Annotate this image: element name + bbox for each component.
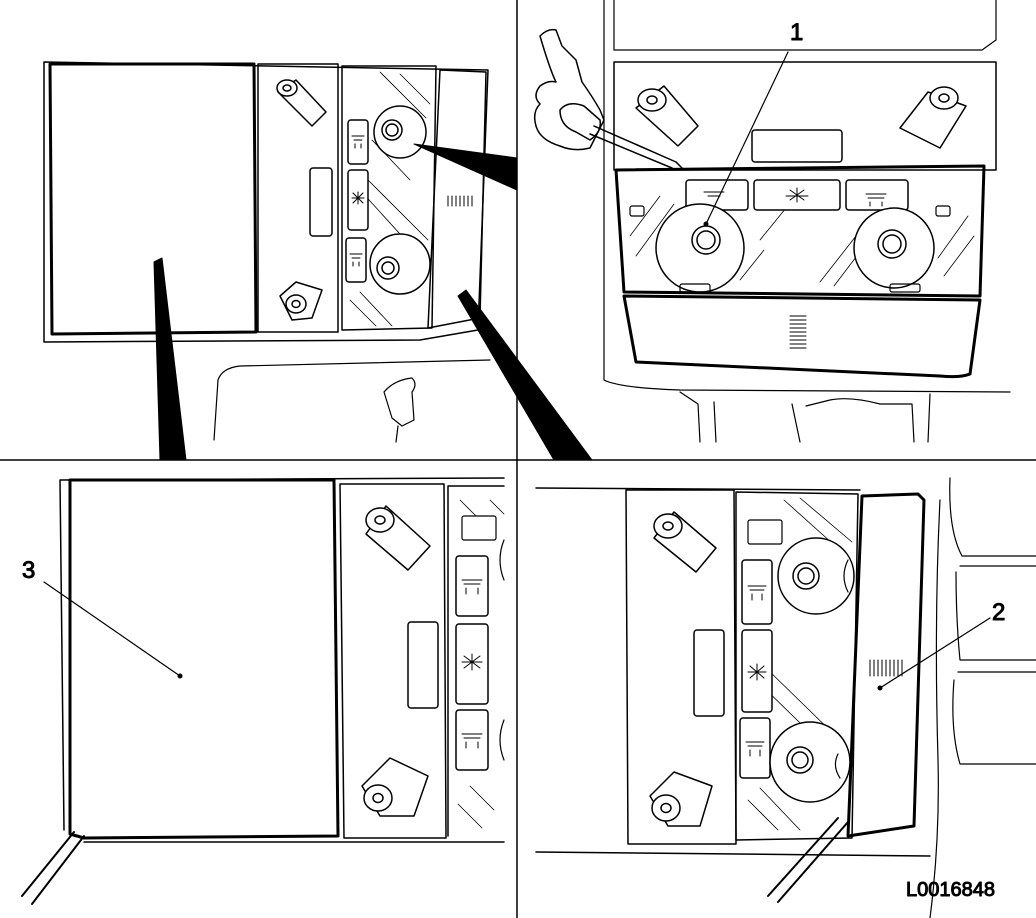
side-cover <box>846 492 926 838</box>
knob-upper <box>653 511 717 573</box>
cover-panel <box>68 478 340 840</box>
slot <box>693 629 725 717</box>
switch-middle <box>741 629 773 713</box>
middle-section <box>257 63 339 333</box>
vent-grille <box>447 195 473 207</box>
pry-tool <box>21 831 85 905</box>
lamp-unit <box>614 164 986 298</box>
switch-center <box>753 179 841 211</box>
lamp-module-hatching <box>457 499 505 829</box>
switch-right <box>845 179 909 211</box>
lamp-upper <box>777 537 855 615</box>
knob-left <box>635 85 699 147</box>
callout-2: 2 <box>992 599 1005 626</box>
roof-outline <box>613 0 997 51</box>
screwdriver-shaft <box>589 125 683 169</box>
pointer-wedge-lower <box>153 257 187 461</box>
console-housing <box>43 61 489 343</box>
pointer-wedge-upper <box>413 143 518 191</box>
knob-lower <box>649 771 713 827</box>
switch-middle <box>347 169 369 231</box>
leader-dot-2 <box>877 685 883 691</box>
slot <box>751 129 843 163</box>
clip <box>935 205 951 217</box>
clip <box>679 283 711 293</box>
middle-section <box>625 489 737 845</box>
vent-grille <box>789 315 807 349</box>
lamp-module <box>447 485 505 837</box>
leader-line-3 <box>43 581 181 677</box>
leader-dot-3 <box>177 673 183 679</box>
lamp-upper <box>373 105 427 159</box>
switch-lower <box>739 717 771 779</box>
lamp-edge <box>499 539 505 761</box>
lamp-module <box>735 491 859 841</box>
slot <box>309 167 333 237</box>
lamp-edge <box>834 559 849 779</box>
knob-upper <box>365 505 431 571</box>
switch-upper <box>347 119 369 165</box>
lamp-right <box>853 207 935 289</box>
switch-lower <box>345 237 367 283</box>
switch-lower <box>455 709 489 771</box>
knob-lower <box>361 757 429 817</box>
pry-tool <box>767 817 849 903</box>
clip <box>629 205 645 217</box>
lamp-left <box>655 203 745 293</box>
panel-top-right <box>533 0 1011 443</box>
body-frame <box>929 477 1036 918</box>
vent-grille <box>869 659 903 677</box>
cover-panel <box>48 62 258 336</box>
side-cover <box>427 69 487 329</box>
switch-left <box>685 179 749 211</box>
panel-bottom-left <box>21 477 505 905</box>
lamp-lower <box>769 721 851 803</box>
switch-upper <box>741 559 773 625</box>
roof-frame <box>603 0 1011 393</box>
grab-handle <box>383 377 416 427</box>
leader-dot-1 <box>703 221 709 227</box>
slot <box>407 621 439 709</box>
callout-1: 1 <box>790 19 803 46</box>
switch-upper <box>455 555 489 617</box>
clip <box>889 283 921 293</box>
lamp-module <box>341 65 437 331</box>
lamp-unit-hatching <box>629 195 975 287</box>
screwdriver-handle <box>559 103 602 141</box>
knob-right <box>899 86 967 149</box>
reference-code: L0016848 <box>906 879 995 901</box>
headliner-outline <box>213 359 491 441</box>
switch-middle <box>455 623 489 705</box>
clip <box>461 515 497 541</box>
leader-line-1 <box>705 51 789 225</box>
middle-section <box>339 483 447 839</box>
panel-top-left <box>43 61 593 461</box>
callout-3: 3 <box>22 557 35 584</box>
panel-bottom-right <box>535 477 1036 918</box>
console-housing <box>535 487 931 857</box>
clip <box>747 519 783 545</box>
lamp-lower <box>369 233 431 295</box>
lower-trim <box>679 391 931 443</box>
knob-upper <box>276 79 327 127</box>
pointer-wedge-diagonal <box>457 289 593 461</box>
lower-cover <box>622 294 982 379</box>
knob-lower <box>279 281 323 321</box>
leader-line-2 <box>879 617 991 689</box>
